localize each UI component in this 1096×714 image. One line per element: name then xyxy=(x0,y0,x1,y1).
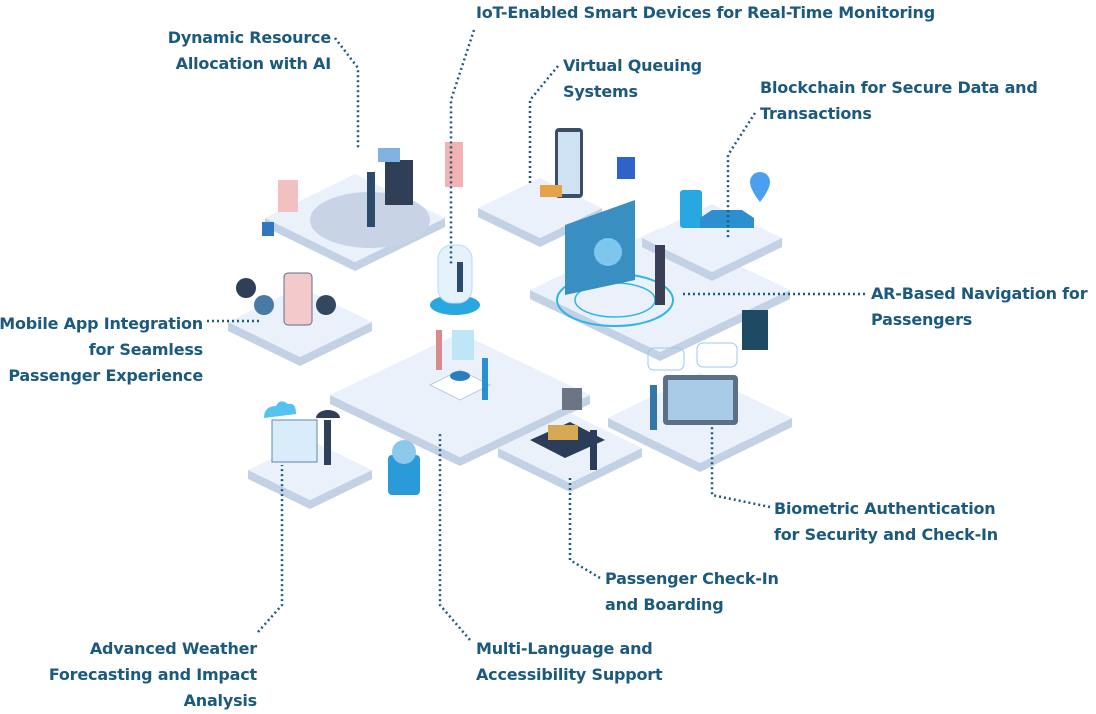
label-line: Accessibility Support xyxy=(476,665,663,684)
car-icon xyxy=(700,210,754,228)
bus-icon xyxy=(540,185,562,197)
location-pin-icon xyxy=(750,172,770,202)
label-line: Biometric Authentication xyxy=(774,499,996,518)
fingerprint-card-icon xyxy=(445,142,463,187)
label-line: Mobile App Integration xyxy=(0,314,203,333)
card-icon xyxy=(378,148,400,162)
label-line: Virtual Queuing xyxy=(563,56,702,75)
person-figure xyxy=(367,172,375,227)
fingerprint-panel-icon xyxy=(385,160,413,205)
leader-checkin xyxy=(568,478,601,580)
label-line: Passenger Check-In xyxy=(605,569,779,588)
brain-icon xyxy=(392,440,416,464)
leader-blockchain xyxy=(726,112,757,240)
central-console xyxy=(428,369,492,401)
graph-widget xyxy=(696,342,738,368)
person-figure xyxy=(482,358,488,400)
leader-queue xyxy=(528,65,559,185)
person-figure xyxy=(650,385,657,430)
weather-board xyxy=(271,419,318,463)
mobile-phone-icon xyxy=(283,272,313,326)
settings-gear-icon xyxy=(742,310,768,350)
platform-side xyxy=(228,322,372,366)
person-figure xyxy=(655,245,665,305)
label-biometric: Biometric Authentication for Security and… xyxy=(774,496,998,548)
gear-icon xyxy=(254,295,274,315)
label-line: Forecasting and Impact xyxy=(48,665,257,684)
label-line: Advanced Weather xyxy=(89,639,257,658)
label-line: and Boarding xyxy=(605,595,724,614)
label-line: for Seamless xyxy=(88,340,203,359)
person-figure xyxy=(436,330,442,370)
hologram-screen xyxy=(452,330,474,360)
label-line: AR-Based Navigation for xyxy=(871,284,1088,303)
label-line: Transactions xyxy=(760,104,872,123)
iot-pod-base xyxy=(430,295,480,315)
label-line: IoT-Enabled Smart Devices for Real-Time … xyxy=(476,3,935,22)
label-line: Multi-Language and xyxy=(476,639,653,658)
leader-biometric xyxy=(710,425,771,509)
leader-dynamic xyxy=(334,37,360,150)
iot-pod xyxy=(437,244,473,304)
label-line: Passenger Experience xyxy=(8,366,203,385)
label-line: for Security and Check-In xyxy=(774,525,998,544)
person-figure xyxy=(457,262,463,292)
luggage-icon xyxy=(548,425,578,440)
platform-side xyxy=(642,238,782,281)
umbrella-icon xyxy=(316,410,340,418)
screen-icon xyxy=(278,180,298,212)
leader-language xyxy=(438,432,471,641)
label-line: Dynamic Resource xyxy=(167,28,331,47)
chat-icon xyxy=(262,222,274,236)
label-line: Analysis xyxy=(183,691,258,710)
search-icon xyxy=(562,388,582,410)
phone-screen xyxy=(558,132,580,194)
globe-badge-icon xyxy=(617,157,635,179)
brain-icon xyxy=(594,238,622,266)
server-icon xyxy=(388,455,420,495)
label-line: Passengers xyxy=(871,310,973,329)
illustration-props xyxy=(236,128,770,495)
label-line: Blockchain for Secure Data and xyxy=(760,78,1038,97)
cloud-icon xyxy=(264,401,296,418)
person-figure xyxy=(590,430,597,470)
label-line: Systems xyxy=(563,82,638,101)
mic-icon xyxy=(236,278,256,298)
biometric-screen-display xyxy=(668,380,733,420)
person-icon xyxy=(316,295,336,315)
person-figure xyxy=(324,420,331,465)
leader-lines xyxy=(207,29,865,641)
phone-icon xyxy=(680,190,702,228)
label-line: Allocation with AI xyxy=(175,54,332,73)
leader-weather xyxy=(257,465,284,633)
console-button xyxy=(450,371,470,381)
platform-side xyxy=(265,218,445,271)
label-iot: IoT-Enabled Smart Devices for Real-Time … xyxy=(476,0,935,26)
platform-side xyxy=(248,470,372,509)
label-checkin: Passenger Check-In and Boarding xyxy=(605,566,779,618)
chart-widget xyxy=(647,347,685,371)
